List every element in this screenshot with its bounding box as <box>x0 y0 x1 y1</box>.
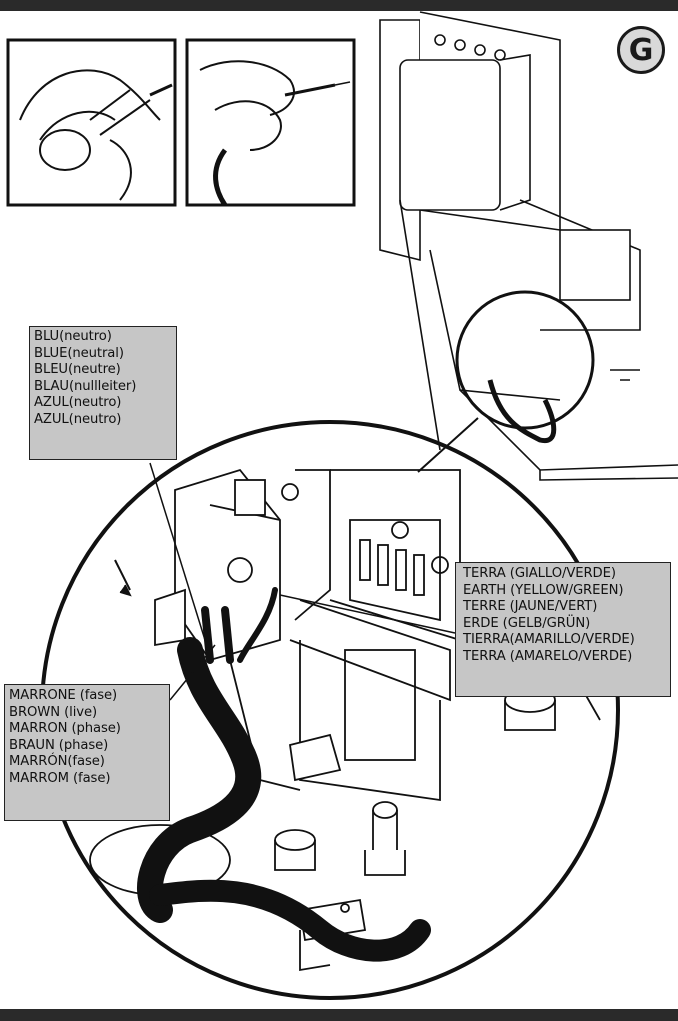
neutral-label-line: BLAU(nullleiter) <box>34 378 137 394</box>
neutral-label-line: AZUL(neutro) <box>34 411 122 427</box>
bottom-rule <box>0 1009 678 1021</box>
neutral-label-line: BLU(neutro) <box>34 329 112 344</box>
earth-wire-label: TERRA (GIALLO/VERDE) EARTH (YELLOW/GREEN… <box>455 562 671 697</box>
neutral-label-line: BLUE(neutral) <box>34 345 124 361</box>
neutral-label-line: AZUL(neutro) <box>34 395 122 411</box>
live-label-line: MARROM (fase) <box>9 770 111 786</box>
earth-label-line: TERRA (GIALLO/VERDE) <box>463 566 616 581</box>
control-unit-overview <box>379 11 678 481</box>
neutral-label-line: BLEU(neutre) <box>34 362 121 378</box>
cables <box>137 587 431 962</box>
step-badge: G <box>617 26 665 74</box>
live-label-line: BROWN (live) <box>9 704 98 720</box>
earth-label-line: ERDE (GELB/GRÜN) <box>463 615 591 631</box>
leader-lines <box>149 462 456 701</box>
earth-label-line: TIERRA(AMARILLO/VERDE) <box>463 632 635 648</box>
neutral-wire-label: BLU(neutro) BLUE(neutral) BLEU(neutre) B… <box>29 326 177 460</box>
earth-label-line: EARTH (YELLOW/GREEN) <box>463 582 624 598</box>
earth-label-line: TERRE (JAUNE/VERT) <box>463 599 598 615</box>
top-rule <box>0 0 678 11</box>
live-label-line: MARRÓN(fase) <box>9 754 105 770</box>
callout-connector <box>417 417 479 473</box>
live-wire-label: MARRONE (fase) BROWN (live) MARRON (phas… <box>4 684 170 821</box>
live-label-line: MARRON (phase) <box>9 721 121 737</box>
live-label-line: BRAUN (phase) <box>9 737 109 753</box>
inset-strip-wire <box>6 38 177 207</box>
live-label-line: MARRONE (fase) <box>9 688 118 703</box>
inset-stripped-wire <box>185 38 356 207</box>
earth-label-line: TERRA (AMARELO/VERDE) <box>463 648 633 664</box>
